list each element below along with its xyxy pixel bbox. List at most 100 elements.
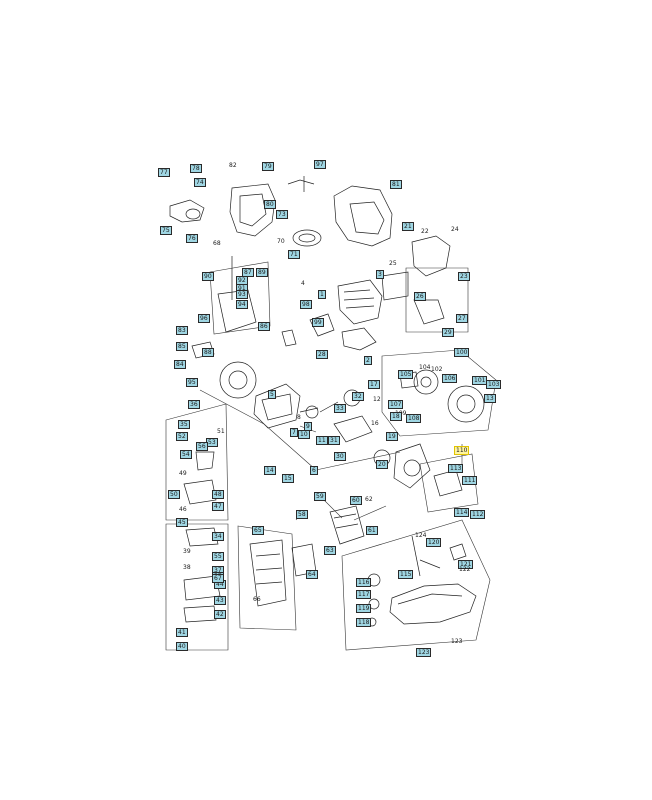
group-box-ignition (209, 261, 271, 335)
callout-label-87: 87 (242, 268, 254, 277)
callout-label-46: 46 (179, 506, 187, 513)
callout-label-85: 85 (176, 342, 188, 351)
callout-label-21: 21 (402, 222, 414, 231)
gasket-shape (341, 327, 377, 351)
callout-label-96: 96 (198, 314, 210, 323)
callout-label-19: 19 (386, 432, 398, 441)
callout-label-79: 79 (262, 162, 274, 171)
callout-label-33: 33 (334, 404, 346, 413)
callout-label-3: 3 (376, 270, 384, 279)
callout-label-24: 24 (451, 226, 459, 233)
callout-label-20: 20 (376, 460, 388, 469)
callout-label-104: 104 (419, 364, 431, 371)
fuel-tank-shape (389, 583, 477, 625)
callout-label-32: 32 (352, 392, 364, 401)
callout-label-22: 22 (421, 228, 429, 235)
callout-label-84: 84 (174, 360, 186, 369)
callout-label-49: 49 (179, 470, 187, 477)
callout-label-8: 8 (297, 414, 301, 421)
callout-label-42: 42 (214, 610, 226, 619)
callout-label-71: 71 (288, 250, 300, 259)
callout-label-1: 1 (318, 290, 326, 299)
callout-label-123b: 123 (416, 648, 432, 657)
callout-label-65: 65 (252, 526, 264, 535)
callout-label-51: 51 (217, 428, 225, 435)
carburetor-body-shape (183, 479, 217, 505)
callout-label-107: 107 (388, 400, 404, 409)
callout-label-10: 10 (298, 430, 310, 439)
callout-label-67: 67 (212, 574, 224, 583)
callout-label-28: 28 (316, 350, 328, 359)
callout-label-92: 92 (236, 276, 248, 285)
callout-label-88: 88 (202, 348, 214, 357)
callout-label-25: 25 (389, 260, 397, 267)
callout-label-101: 101 (472, 376, 488, 385)
callout-label-47: 47 (212, 502, 224, 511)
callout-label-12: 12 (373, 396, 381, 403)
callout-label-43: 43 (214, 596, 226, 605)
callout-label-70: 70 (277, 238, 285, 245)
callout-label-110: 110 (454, 446, 470, 455)
callout-label-68: 68 (213, 240, 221, 247)
callout-label-45: 45 (176, 518, 188, 527)
callout-label-66: 66 (253, 596, 261, 603)
callout-label-39: 39 (183, 548, 191, 555)
callout-label-108: 108 (406, 414, 422, 423)
callout-label-76: 76 (186, 234, 198, 243)
flywheel-shape (219, 361, 257, 399)
callout-label-54: 54 (180, 450, 192, 459)
callout-label-117: 117 (356, 590, 372, 599)
callout-label-119: 119 (356, 604, 372, 613)
callout-label-2: 2 (364, 356, 372, 365)
group-box-muffler (237, 525, 297, 631)
callout-label-124: 124 (415, 532, 427, 539)
callout-label-62: 62 (365, 496, 373, 503)
callout-label-95: 95 (186, 378, 198, 387)
callout-label-103: 103 (486, 380, 502, 389)
callout-label-59: 59 (314, 492, 326, 501)
callout-label-102: 102 (431, 366, 443, 373)
callout-label-99: 99 (312, 318, 324, 327)
callout-label-60: 60 (350, 496, 362, 505)
clutch-shoe-shape (433, 469, 463, 497)
callout-label-82: 82 (229, 162, 237, 169)
callout-label-73: 73 (276, 210, 288, 219)
callout-label-7: 7 (290, 428, 298, 437)
callout-label-30: 30 (334, 452, 346, 461)
callout-label-105: 105 (398, 370, 414, 379)
recoil-pulley-shape (292, 229, 322, 247)
callout-label-78: 78 (190, 164, 202, 173)
callout-label-5: 5 (268, 390, 276, 399)
callout-label-14: 14 (264, 466, 276, 475)
callout-label-113: 113 (448, 464, 464, 473)
callout-label-61: 61 (366, 526, 378, 535)
group-box-air-cleaner (405, 267, 469, 333)
callout-label-11: 11 (316, 436, 328, 445)
callout-label-58: 58 (296, 510, 308, 519)
crankshaft-shape (333, 415, 373, 443)
callout-label-94: 94 (236, 300, 248, 309)
callout-label-40: 40 (176, 642, 188, 651)
callout-label-77: 77 (158, 168, 170, 177)
callout-label-38: 38 (183, 564, 191, 571)
group-box-carb-parts (165, 523, 229, 651)
callout-label-74: 74 (194, 178, 206, 187)
callout-label-6: 6 (310, 466, 318, 475)
group-box-fuel-tank (341, 519, 491, 651)
callout-label-36: 36 (188, 400, 200, 409)
starter-pawl-shape (169, 199, 205, 223)
callout-label-86: 86 (258, 322, 270, 331)
callout-label-52: 52 (176, 432, 188, 441)
callout-label-121: 121 (458, 560, 474, 569)
callout-label-31: 31 (328, 436, 340, 445)
clutch-housing-shape (393, 443, 431, 489)
cylinder-cover-shape (333, 185, 393, 247)
crankcase-shape (253, 383, 301, 429)
callout-label-106: 106 (442, 374, 458, 383)
callout-label-50: 50 (168, 490, 180, 499)
callout-label-97: 97 (314, 160, 326, 169)
callout-label-63: 63 (324, 546, 336, 555)
callout-label-18: 18 (390, 412, 402, 421)
callout-label-116: 116 (356, 578, 372, 587)
